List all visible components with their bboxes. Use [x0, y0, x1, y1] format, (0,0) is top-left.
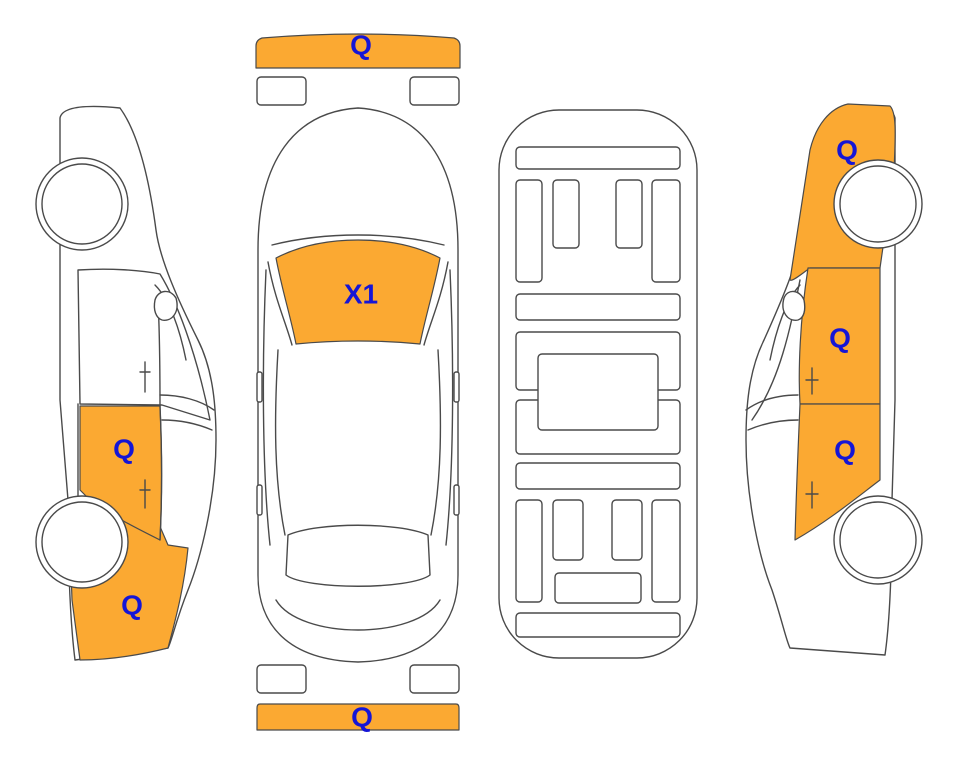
right-rear-door-zone[interactable]	[794, 403, 881, 541]
left-rear-door-label: Q	[113, 433, 135, 464]
right-rear-wheel	[833, 495, 923, 585]
left-rear-quarter-label: Q	[121, 589, 143, 620]
front-bumper-zone[interactable]	[255, 33, 461, 69]
rear-bumper-label: Q	[351, 701, 373, 732]
right-front-door-label: Q	[829, 322, 851, 353]
windshield-zone[interactable]	[275, 239, 441, 345]
car-left-side-view	[35, 105, 217, 661]
rear-left-light	[256, 664, 307, 694]
rear-bumper-zone[interactable]	[256, 703, 460, 731]
right-front-wheel	[833, 159, 923, 249]
rear-right-light	[409, 664, 460, 694]
left-front-wheel	[35, 157, 129, 251]
left-rear-wheel	[35, 495, 129, 589]
car-top-body	[257, 107, 459, 663]
right-front-fender-label: Q	[836, 134, 858, 165]
car-underbody-view	[498, 109, 698, 659]
front-bumper-label: Q	[350, 29, 372, 60]
right-rear-door-label: Q	[834, 434, 856, 465]
car-top-view	[255, 33, 461, 731]
front-left-light	[256, 76, 307, 106]
front-right-light	[409, 76, 460, 106]
car-right-side-view	[745, 103, 923, 656]
windshield-label: X1	[344, 278, 378, 309]
